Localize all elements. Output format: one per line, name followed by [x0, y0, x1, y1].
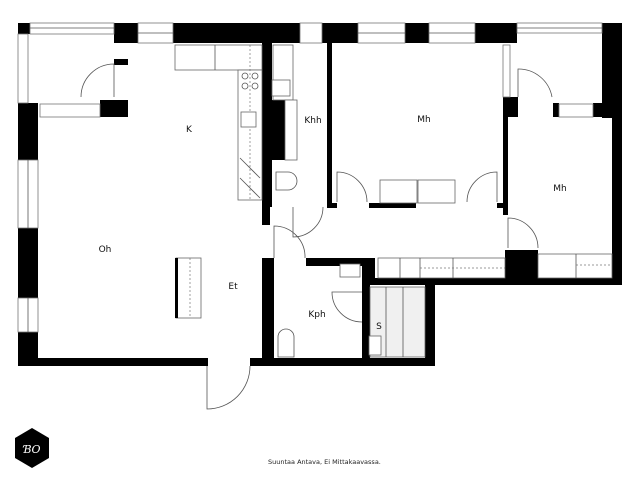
doors: [80, 63, 553, 410]
logo-hexagon-icon: ƁO: [15, 428, 49, 468]
room-label-bedroom2: Mh: [553, 184, 567, 194]
walls: [18, 23, 622, 366]
room-label-kitchen: K: [186, 125, 192, 135]
room-label-bathroom: Kph: [308, 310, 326, 320]
room-label-living: Oh: [98, 245, 112, 255]
disclaimer-note: Suuntaa Antava, Ei Mittakaavassa.: [268, 458, 381, 466]
room-label-hall: Et: [228, 282, 238, 292]
room-label-sauna: S: [376, 322, 382, 332]
room-label-utility: Khh: [304, 116, 322, 126]
svg-text:ƁO: ƁO: [22, 443, 40, 456]
windows: [17, 22, 603, 333]
room-label-bedroom1: Mh: [417, 115, 431, 125]
fixtures: [174, 44, 613, 358]
